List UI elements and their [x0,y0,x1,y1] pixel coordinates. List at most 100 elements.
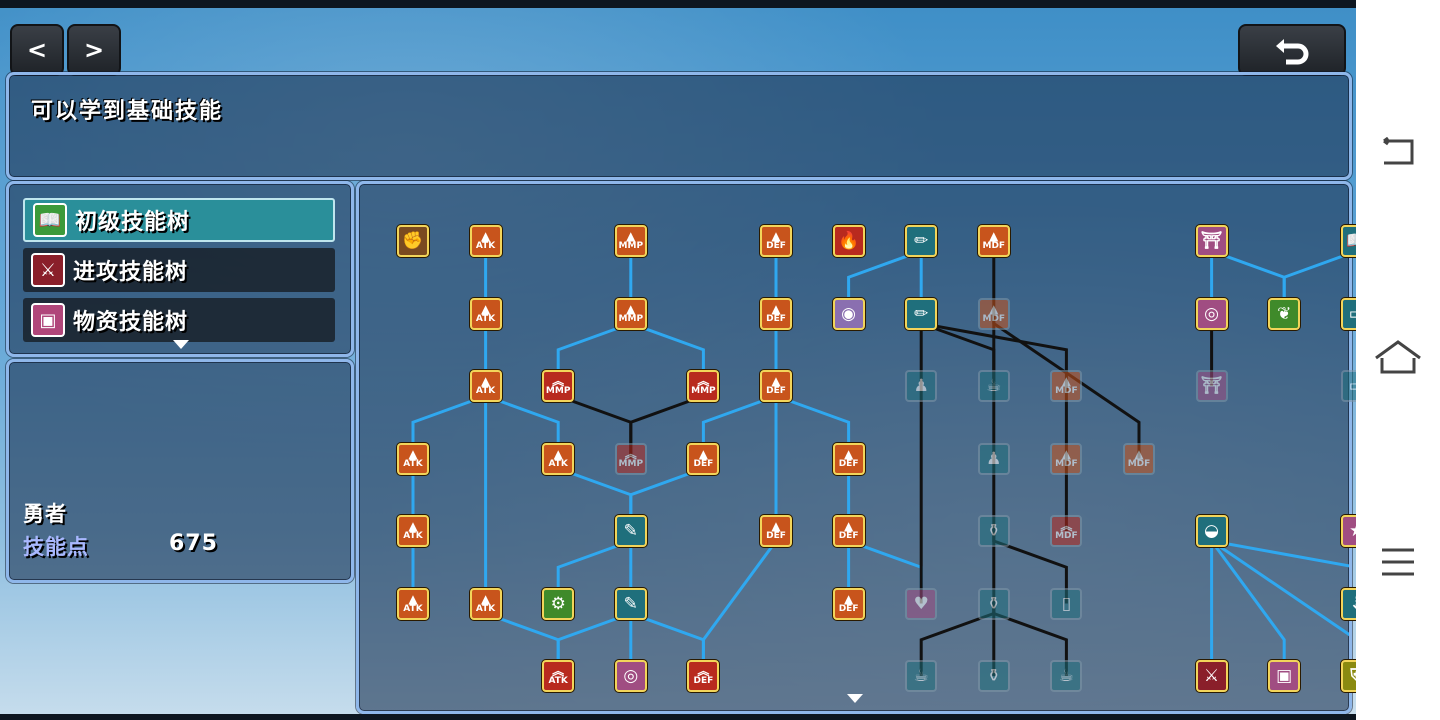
skill-node-mdf[interactable]: ▲MDF [1123,442,1155,475]
skill-node[interactable]: ✎ [614,587,647,620]
skill-node-mdf[interactable]: ▲MDF [977,297,1010,330]
skill-node[interactable]: ▯ [1050,587,1083,620]
android-nav-bar [1356,0,1440,720]
skill-node-mdf[interactable]: ︽MDF [1050,515,1083,547]
skill-stat-label: ATK [475,603,496,614]
skill-node[interactable]: 🔥 [832,225,865,257]
skill-node[interactable]: ☕ [1050,660,1083,692]
skill-node[interactable]: ⚱ [977,515,1010,547]
skill-stat-label: DEF [693,458,714,469]
skill-node[interactable]: ♟ [977,442,1010,475]
skill-description: 可以学到基础技能 [31,99,224,124]
skill-node[interactable]: ✎ [614,515,647,547]
skill-node[interactable]: ☕ [977,370,1010,402]
skill-node-def[interactable]: ▲DEF [760,225,792,257]
herb-icon: ❦ [1277,303,1292,324]
skill-node-def[interactable]: ▲DEF [687,442,720,475]
stat-up-arrow-icon: ▲ [771,229,781,243]
skill-tree-item[interactable]: ▣物资技能树 [23,298,335,342]
skill-node-mdf[interactable]: ▲MDF [977,225,1010,257]
skill-node[interactable]: 📖 [1340,225,1356,257]
skill-node[interactable]: ⚙ [542,587,575,620]
skill-node[interactable]: ❦ [1268,297,1301,330]
skill-tree-item[interactable]: 📖 初级技能树 [23,198,335,242]
skill-node-mmp[interactable]: ︽MMP [614,442,647,475]
skill-node[interactable]: ✏ [905,225,938,257]
skill-node[interactable]: ⛨ [1340,660,1356,692]
scroll-down-icon[interactable] [173,340,189,349]
sword-icon: ⚔ [31,253,65,287]
mug-icon: ☕ [1058,666,1075,686]
book-sprout-icon: 📖 [33,203,67,237]
skill-node-atk[interactable]: ︽ATK [542,660,575,692]
skill-node[interactable]: ⇣ [1340,587,1356,620]
skill-node-atk[interactable]: ▲ATK [397,587,429,620]
skill-stat-label: MDF [1127,458,1151,469]
skill-node-def[interactable]: ▲DEF [760,297,792,330]
skill-node-mmp[interactable]: ︽MMP [542,370,575,402]
skill-tree-item[interactable]: ⚔进攻技能树 [23,248,335,292]
skill-node[interactable]: ⚱ [977,587,1010,620]
skill-node[interactable]: ◒ [1195,515,1228,547]
stat-up-arrow-icon: ▲ [843,591,854,606]
skill-node[interactable]: ⚔ [1195,660,1228,692]
android-menu-icon[interactable] [1356,546,1440,587]
stat-up-arrow-icon: ▲ [771,519,781,533]
skill-node-def[interactable]: ▲DEF [832,442,865,475]
skill-node[interactable]: ♟ [905,370,938,402]
skill-node[interactable]: ⛩ [1195,370,1228,402]
stat-up-arrow-icon: ▲ [480,591,491,606]
skill-stat-label: DEF [766,531,786,541]
skill-node-mmp[interactable]: ▲MMP [614,297,647,330]
shrine-icon: ⛩ [1200,376,1223,396]
skill-node[interactable]: ⛩ [1195,225,1228,257]
stat-up-arrow-icon: ︽ [697,374,710,388]
back-button[interactable] [1238,24,1346,76]
skill-node-def[interactable]: ▲DEF [760,370,792,402]
skill-node[interactable]: ☕ [905,660,938,692]
stat-up-arrow-icon: ▲ [408,519,418,533]
skill-node-mdf[interactable]: ▲MDF [1050,442,1083,475]
skill-node-atk[interactable]: ▲ATK [397,442,429,475]
stat-up-arrow-icon: ▲ [626,229,636,243]
stat-up-arrow-icon: ▲ [480,301,491,316]
skill-node[interactable]: ◎ [1195,297,1228,330]
skill-node-def[interactable]: ▲DEF [832,515,865,547]
skill-node-atk[interactable]: ▲ATK [469,297,502,330]
skill-stat-label: MMP [618,458,644,469]
next-page-button[interactable]: > [67,24,121,76]
skill-node-atk[interactable]: ▲ATK [469,225,502,257]
skill-node[interactable]: ✊ [397,225,429,257]
mug-icon: ☕ [913,666,929,686]
skill-stat-label: DEF [766,386,786,396]
skill-node-atk[interactable]: ▲ATK [469,587,502,620]
skill-node[interactable]: ◉ [832,297,865,330]
skill-node-atk[interactable]: ▲ATK [542,442,575,475]
prev-page-button[interactable]: < [10,24,64,76]
skill-node-mdf[interactable]: ▲MDF [1050,370,1083,402]
skill-node-atk[interactable]: ▲ATK [469,370,502,402]
skill-node[interactable]: ▭ [1340,297,1356,330]
skill-node-def[interactable]: ▲DEF [832,587,865,620]
skill-node-def[interactable]: ︽DEF [687,660,720,692]
book-icon: 📖 [1346,232,1356,250]
skill-node-def[interactable]: ▲DEF [760,515,792,547]
skill-node[interactable]: ★ [1340,515,1356,547]
character-info-panel: 勇者 技能点 675 [6,359,354,583]
skill-node[interactable]: ▣ [1268,660,1301,692]
android-back-icon[interactable] [1356,136,1440,176]
skill-node[interactable]: ◎ [614,660,647,692]
skill-node-atk[interactable]: ▲ATK [397,515,429,547]
skill-stat-label: ATK [548,676,568,686]
statue-icon: ♟ [913,376,929,396]
skill-node-mmp[interactable]: ▲MMP [614,225,647,257]
android-home-icon[interactable] [1356,338,1440,387]
skill-node[interactable]: ♥ [905,587,938,620]
skill-node[interactable]: ⚱ [977,660,1010,692]
skill-node[interactable]: ✏ [905,297,938,330]
skill-tree-label: 初级技能树 [75,210,191,235]
skill-node-mmp[interactable]: ︽MMP [687,370,720,402]
tree-scroll-down-icon[interactable] [847,694,863,703]
skill-stat-label: DEF [766,313,786,324]
skill-node[interactable]: ▭ [1340,370,1356,402]
